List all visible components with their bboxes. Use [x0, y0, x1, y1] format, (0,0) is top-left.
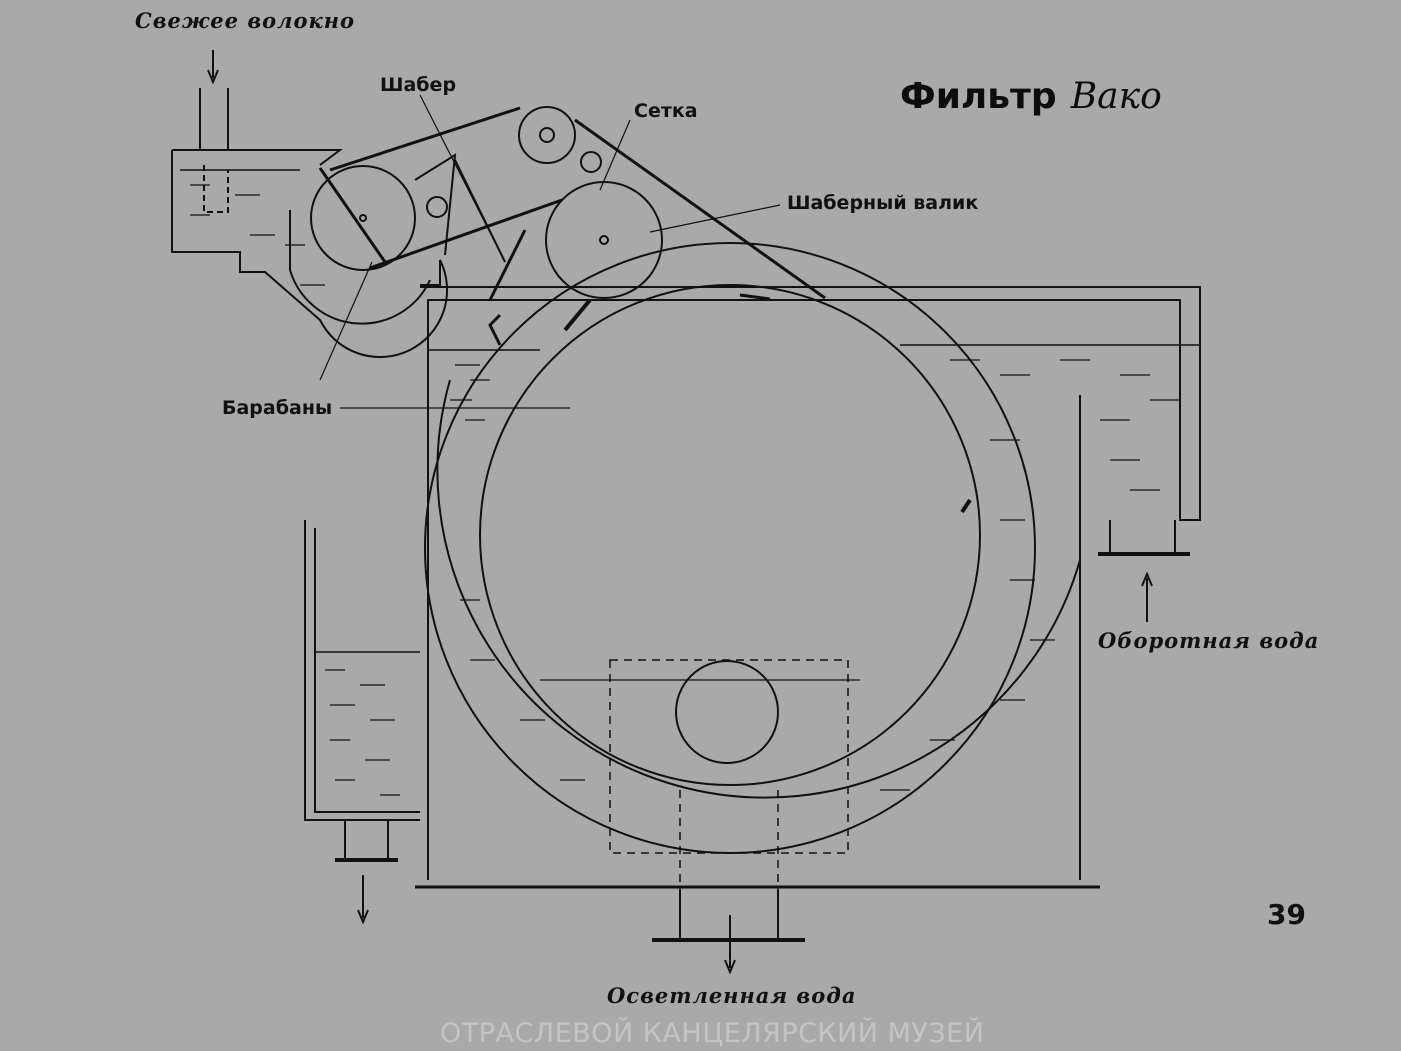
recycled-water-inlet: [1098, 520, 1190, 622]
main-drum: [424, 242, 1036, 854]
title-main: Фильтр: [900, 76, 1057, 117]
label-recycled-water: Оборотная вода: [1098, 628, 1320, 653]
drums: [310, 106, 663, 299]
main-vat: [415, 286, 1201, 889]
page-number: 39: [1267, 898, 1306, 931]
fiber-tank: [171, 50, 449, 359]
label-scraper: Шабер: [380, 74, 457, 96]
water-hatching: [450, 359, 1180, 791]
label-drums: Барабаны: [222, 397, 333, 419]
label-scraper-roller: Шаберный валик: [787, 192, 979, 214]
overflow-box: [304, 520, 420, 925]
label-clarified-water: Осветленная вода: [607, 983, 857, 1008]
title-name: Вако: [1070, 76, 1162, 117]
label-fresh-fiber: Свежее волокно: [135, 8, 356, 33]
leader-lines: [319, 94, 781, 409]
watermark: ОТРАСЛЕВОЙ КАНЦЕЛЯРСКИЙ МУЗЕЙ: [440, 1018, 985, 1049]
bottom-outlet: [609, 659, 849, 975]
page-title: Фильтр Вако: [900, 76, 1162, 117]
label-mesh: Сетка: [634, 100, 698, 122]
mesh-belt: [318, 106, 826, 346]
